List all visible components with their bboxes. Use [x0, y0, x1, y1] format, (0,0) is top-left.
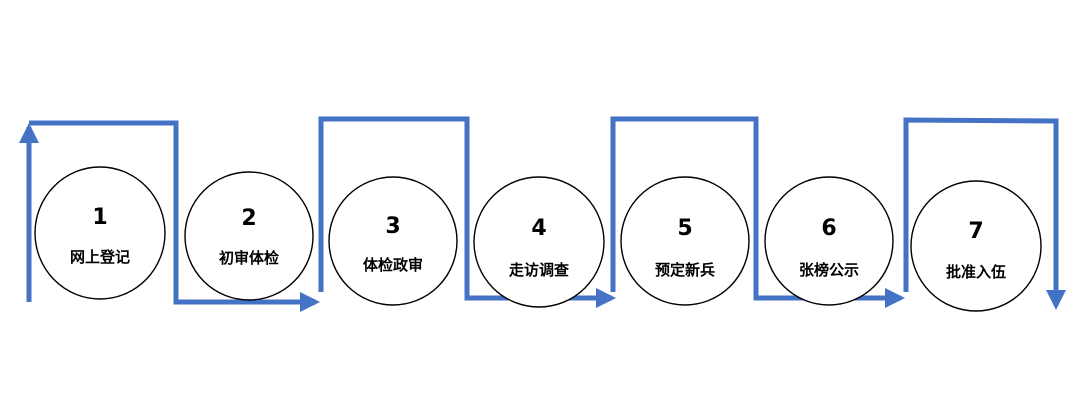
step-7-circle	[910, 180, 1042, 312]
step-2-circle	[184, 171, 314, 301]
step-5-label: 预定新兵	[655, 261, 715, 279]
step-2: 2 初审体检	[184, 171, 314, 301]
step-7-number: 7	[968, 219, 983, 244]
step-6: 6 张榜公示	[764, 176, 894, 306]
step-1-number: 1	[92, 205, 107, 230]
step-4-number: 4	[531, 216, 546, 241]
step-4-label: 走访调查	[509, 261, 570, 279]
step-5-circle	[620, 176, 750, 306]
step-7-label: 批准入伍	[946, 263, 1006, 281]
step-2-number: 2	[241, 206, 256, 231]
step-1-circle	[34, 166, 166, 300]
step-6-number: 6	[821, 216, 836, 241]
step-3-number: 3	[385, 214, 400, 239]
step-6-circle	[764, 176, 894, 306]
step-2-label: 初审体检	[219, 249, 279, 267]
flow-segment-5	[903, 117, 1066, 310]
step-7: 7 批准入伍	[910, 180, 1042, 312]
step-4-circle	[473, 176, 605, 308]
step-6-label: 张榜公示	[799, 261, 859, 279]
step-1-label: 网上登记	[70, 248, 130, 266]
step-5: 5 预定新兵	[620, 176, 750, 306]
flow-segment-2	[29, 120, 320, 312]
step-1: 1 网上登记	[34, 166, 166, 300]
step-3: 3 体检政审	[328, 176, 458, 306]
step-3-label: 体检政审	[363, 256, 423, 274]
step-5-number: 5	[677, 216, 692, 241]
step-4: 4 走访调查	[473, 176, 605, 308]
step-3-circle	[328, 176, 458, 306]
